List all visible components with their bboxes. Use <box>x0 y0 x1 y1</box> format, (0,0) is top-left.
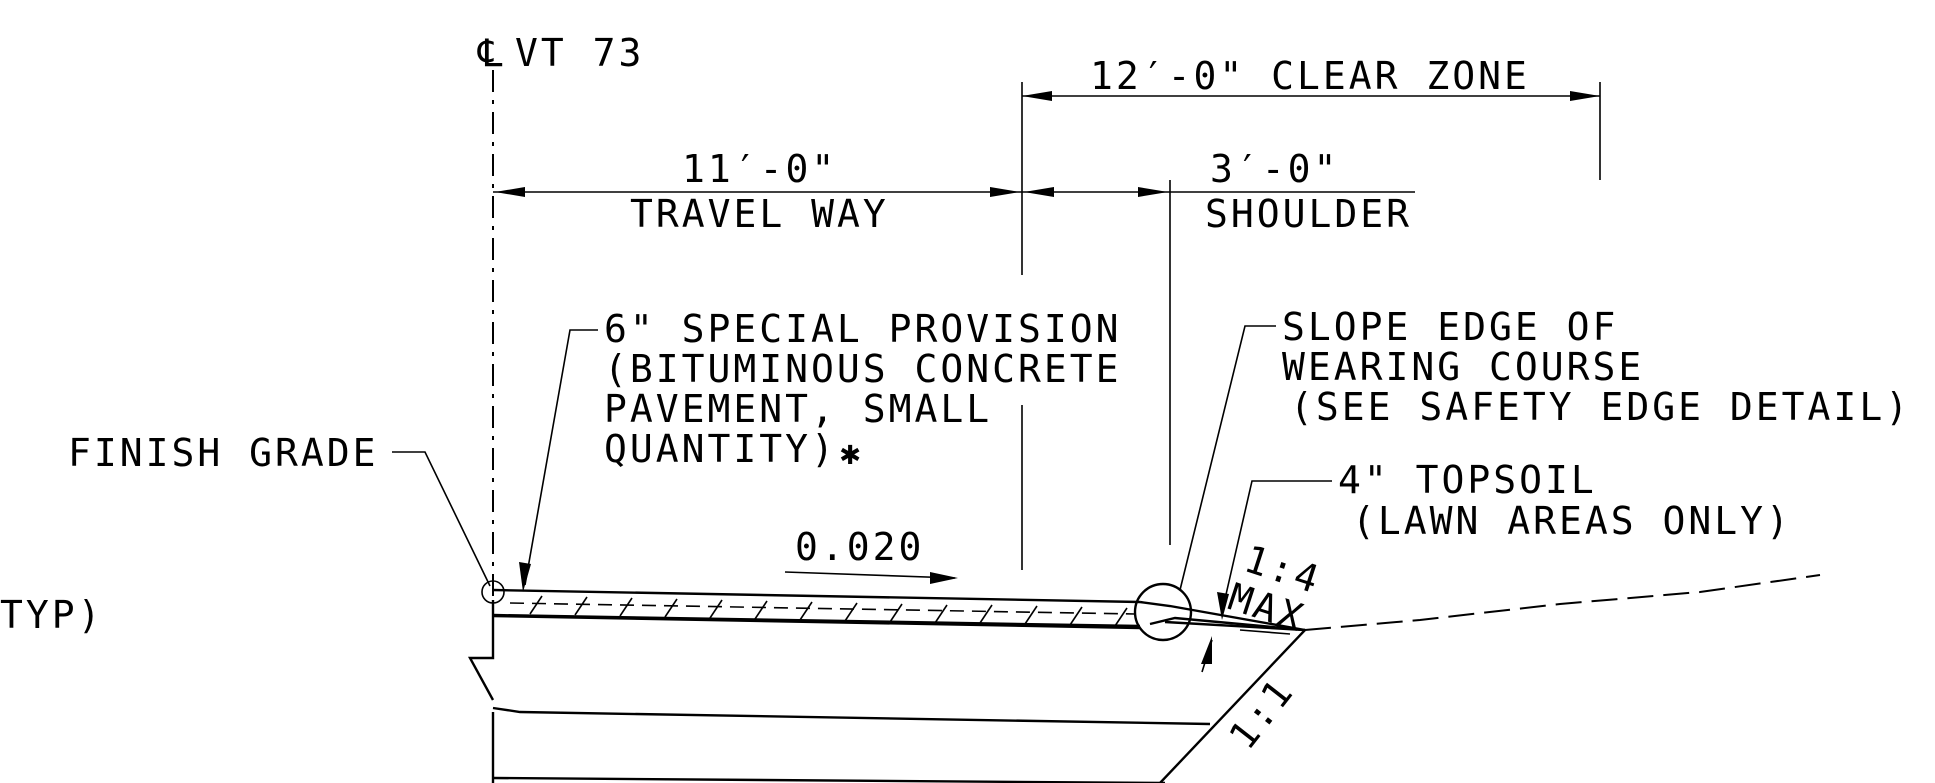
topsoil-line-1: 4" TOPSOIL <box>1338 458 1597 502</box>
topsoil-leader <box>1221 480 1332 613</box>
cross-slope-arrow-head <box>930 572 958 584</box>
slope-edge-line-2: WEARING COURSE <box>1282 345 1644 389</box>
cross-slope-value: 0.020 <box>795 525 924 569</box>
clear-zone-dimension: 12′-0" CLEAR ZONE <box>1021 54 1601 275</box>
topsoil-line-2: (LAWN AREAS ONLY) <box>1352 499 1792 543</box>
travel-way-width: 11′-0" <box>682 147 837 191</box>
clear-zone-text: 12′-0" CLEAR ZONE <box>1090 54 1530 98</box>
finish-grade-callout: FINISH GRADE <box>68 431 505 604</box>
travel-way-arrow-right <box>990 187 1020 197</box>
centerline-symbol: ℄ <box>477 31 505 75</box>
pavement-line-4: QUANTITY) <box>604 427 837 471</box>
pavement-top-line <box>492 588 1141 604</box>
finish-grade-label: FINISH GRADE <box>68 431 379 475</box>
pavement-hatch-line <box>509 602 1136 615</box>
slope-edge-callout: SLOPE EDGE OF WEARING COURSE (SEE SAFETY… <box>1133 305 1911 642</box>
topsoil-arrow <box>1217 592 1229 620</box>
travel-way-arrow-left <box>495 187 525 197</box>
pavement-line-1: 6" SPECIAL PROVISION <box>604 307 1122 351</box>
centerline: ℄ VT 73 <box>477 31 644 600</box>
base-bottom-line <box>492 776 1166 783</box>
centerline-label: VT 73 <box>515 31 644 75</box>
clear-zone-arrow-right <box>1570 91 1600 101</box>
travel-way-label: TRAVEL WAY <box>630 192 889 236</box>
topsoil-callout: 4" TOPSOIL (LAWN AREAS ONLY) <box>1201 458 1792 673</box>
subbase-top-line <box>492 614 1141 630</box>
slope-edge-line-1: SLOPE EDGE OF <box>1282 305 1618 349</box>
shoulder-arrow-right <box>1138 187 1168 197</box>
subbase-bottom-line <box>492 706 1211 726</box>
shoulder-dimension: 3′-0" SHOULDER <box>1022 147 1415 545</box>
slope-edge-line-3: (SEE SAFETY EDGE DETAIL) <box>1290 385 1911 429</box>
typ-partial-label: TYP) <box>0 593 104 637</box>
topsoil-lower-arrow <box>1201 636 1212 664</box>
slope-edge-leader <box>1179 325 1276 591</box>
safety-edge-circle <box>1133 582 1193 642</box>
clear-zone-arrow-left <box>1022 91 1052 101</box>
pavement-section <box>467 574 1821 783</box>
travel-way-dimension: 11′-0" TRAVEL WAY <box>493 147 1022 236</box>
pavement-line-2: (BITUMINOUS CONCRETE <box>604 347 1122 391</box>
cross-slope-arrow-line <box>784 571 956 579</box>
pavement-note-mark: ✱ <box>840 433 863 473</box>
existing-ground-line <box>1304 574 1821 631</box>
pavement-leader-arrow <box>519 562 531 592</box>
topsoil-layer-line <box>1164 620 1306 632</box>
shoulder-arrow-left <box>1024 187 1054 197</box>
cross-slope: 0.020 <box>784 525 958 584</box>
side-slope-line <box>1159 629 1306 783</box>
finish-grade-leader <box>392 451 491 587</box>
shoulder-width: 3′-0" <box>1210 147 1339 191</box>
shoulder-label: SHOULDER <box>1205 192 1412 236</box>
pavement-leader <box>524 329 598 586</box>
side-slope-label: 1:1 <box>1220 669 1302 757</box>
topsoil-dash <box>1239 629 1291 635</box>
pavement-callout: 6" SPECIAL PROVISION (BITUMINOUS CONCRET… <box>519 307 1122 592</box>
centerline-break-notch <box>467 600 495 701</box>
pavement-hatch-ticks <box>529 595 1128 627</box>
pavement-line-3: PAVEMENT, SMALL <box>604 387 992 431</box>
